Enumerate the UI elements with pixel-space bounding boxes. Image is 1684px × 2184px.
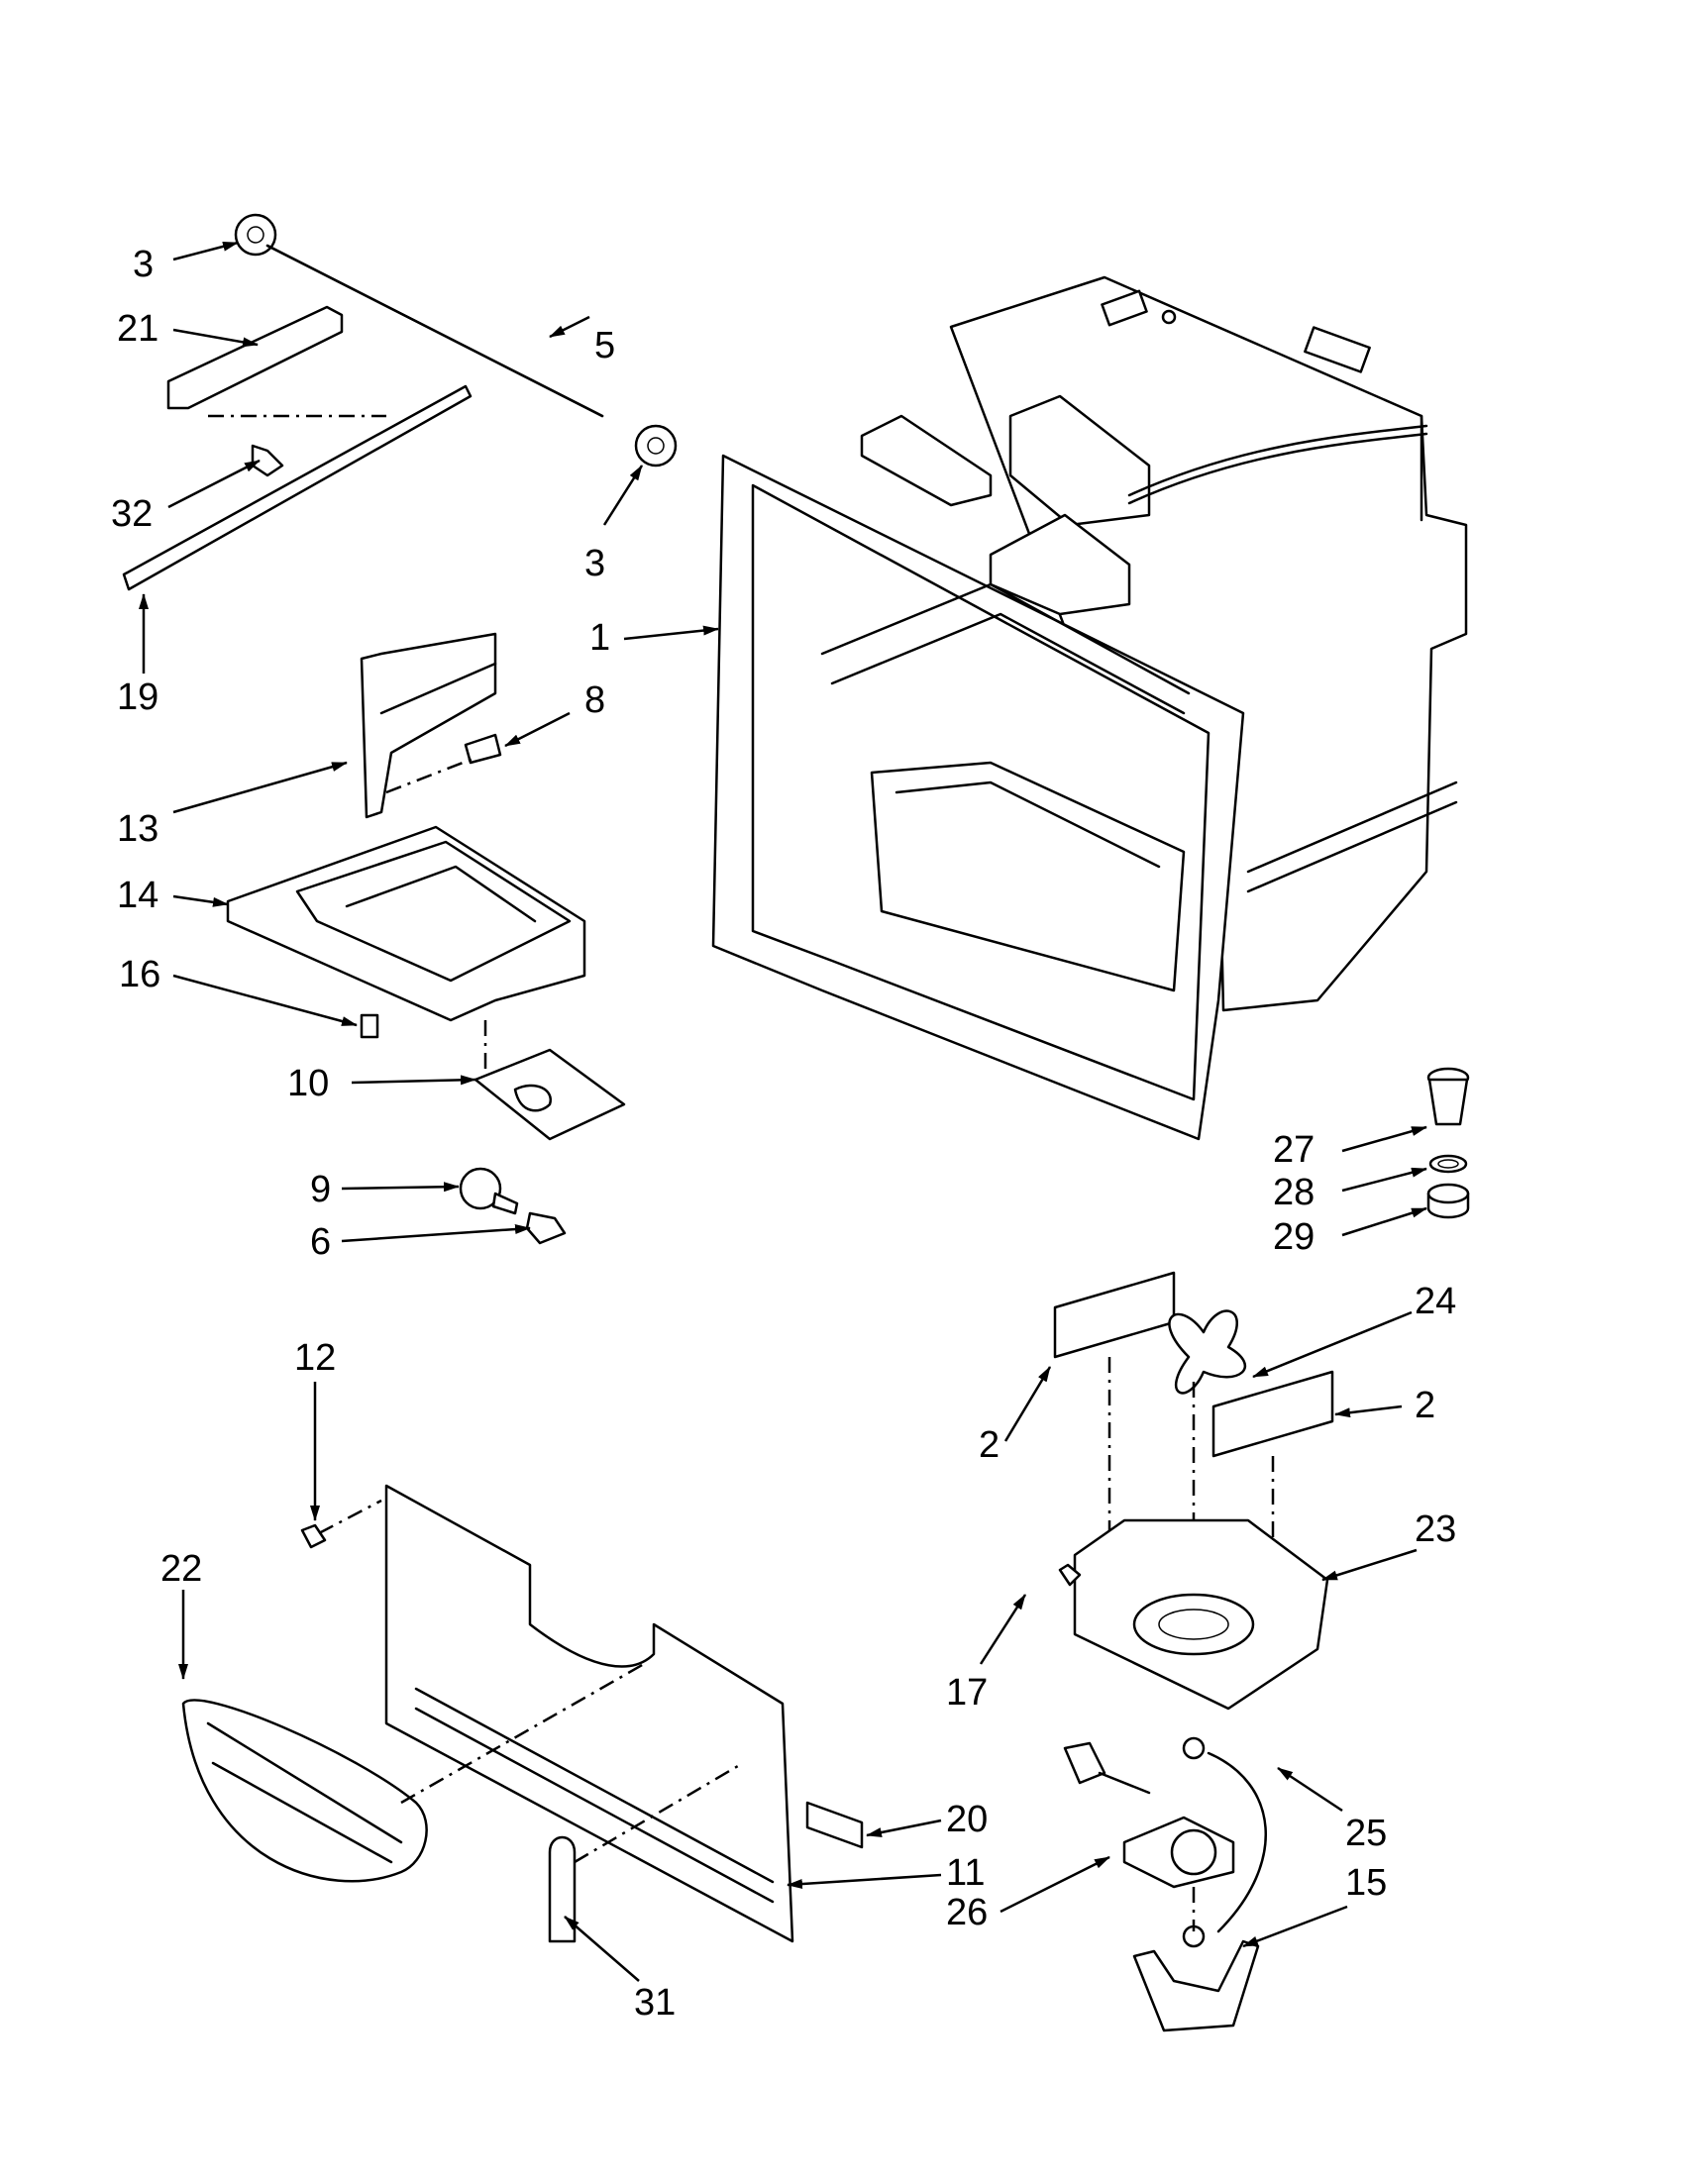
light-cover-14 bbox=[226, 825, 626, 1141]
callout-16: 16 bbox=[119, 954, 161, 995]
callout-10: 10 bbox=[287, 1063, 330, 1104]
callout-6: 6 bbox=[310, 1221, 332, 1263]
freezer-liner-part-1 bbox=[711, 275, 1468, 1141]
callout-5: 5 bbox=[594, 325, 616, 366]
rail-assembly bbox=[122, 213, 678, 591]
callout-14: 14 bbox=[117, 875, 159, 916]
callout-27: 27 bbox=[1273, 1129, 1316, 1171]
drain-parts bbox=[1426, 1067, 1470, 1219]
callout-20: 20 bbox=[946, 1799, 989, 1840]
leader-arrows bbox=[139, 241, 1427, 1982]
callout-32: 32 bbox=[111, 493, 154, 535]
access-panel-11 bbox=[181, 1484, 864, 1943]
callout-26: 26 bbox=[946, 1892, 989, 1933]
callout-25: 25 bbox=[1345, 1813, 1388, 1854]
callout-19: 19 bbox=[117, 676, 159, 718]
callout-9: 9 bbox=[310, 1169, 332, 1210]
callout-24: 24 bbox=[1415, 1281, 1457, 1322]
callout-28: 28 bbox=[1273, 1172, 1316, 1213]
bracket-13 bbox=[360, 632, 502, 819]
callout-29: 29 bbox=[1273, 1216, 1316, 1258]
callout-23: 23 bbox=[1415, 1508, 1457, 1550]
callout-3-top-gear: 3 bbox=[133, 244, 155, 285]
callout-31: 31 bbox=[634, 1982, 677, 2024]
callout-22: 22 bbox=[160, 1548, 203, 1590]
fan-assembly bbox=[1053, 1271, 1334, 2032]
callout-2-left: 2 bbox=[979, 1424, 1000, 1466]
callout-13: 13 bbox=[117, 808, 159, 850]
callout-21: 21 bbox=[117, 308, 159, 350]
callout-2-right: 2 bbox=[1415, 1385, 1436, 1426]
callout-3-gear: 3 bbox=[584, 543, 606, 584]
callout-8: 8 bbox=[584, 679, 606, 721]
callout-1: 1 bbox=[589, 617, 611, 659]
callout-15: 15 bbox=[1345, 1862, 1388, 1904]
callout-11: 11 bbox=[946, 1852, 986, 1894]
callout-12: 12 bbox=[294, 1337, 337, 1379]
callout-17: 17 bbox=[946, 1672, 989, 1714]
